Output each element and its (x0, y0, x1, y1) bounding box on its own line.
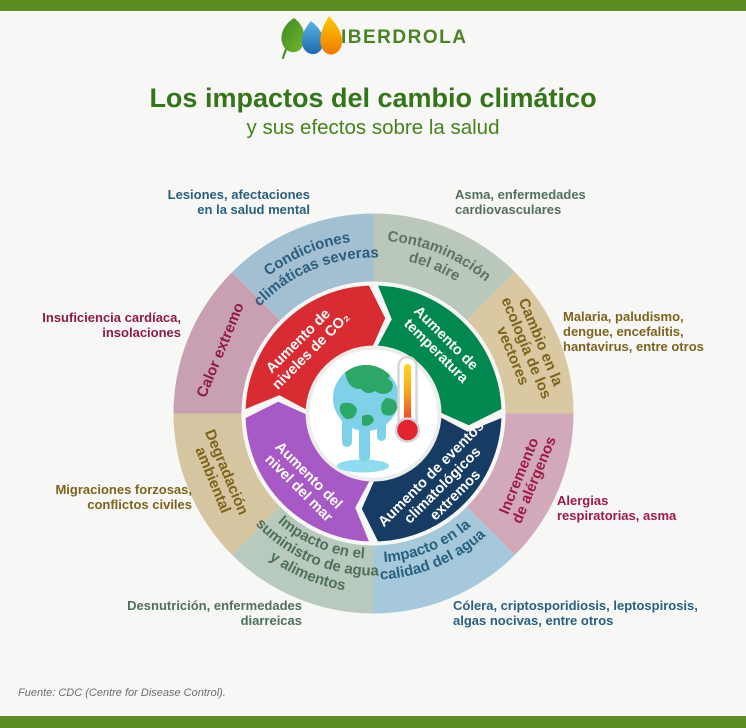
quadrant-nivel-del-mar (245, 401, 372, 542)
orange-drop-icon (320, 16, 343, 55)
quadrant-eventos-extremos (361, 415, 502, 542)
segment-impacto-calidad-agua (373, 506, 515, 614)
thermometer-icon (394, 355, 421, 443)
effect-insuficiencia: Insuficiencia cardíaca, insolaciones (42, 310, 181, 340)
bottom-green-bar (0, 716, 746, 728)
segment-degradacion-ambiental (173, 413, 281, 555)
effect-migraciones: Migraciones forzosas, conflictos civiles (55, 482, 192, 512)
puddle (337, 459, 389, 473)
segment-condiciones-climaticas (232, 213, 374, 321)
effect-colera: Cólera, criptosporidiosis, leptospirosis… (453, 598, 698, 628)
segment-calor-extremo (173, 272, 281, 414)
iberdrola-logo (281, 16, 343, 59)
blue-drop-icon (301, 21, 324, 55)
segment-impacto-suministro (232, 506, 374, 614)
effect-malaria: Malaria, paludismo, dengue, encefalitis,… (563, 309, 704, 354)
effect-lesiones: Lesiones, afectaciones en la salud menta… (167, 187, 310, 217)
melting-earth-icon (333, 355, 421, 473)
effect-asma: Asma, enfermedades cardiovasculares (455, 187, 586, 217)
segment-incremento-alergenos (466, 413, 574, 555)
effect-desnutricion: Desnutrición, enfermedades diarreicas (127, 598, 302, 628)
leaf-icon (281, 18, 305, 53)
page-title: Los impactos del cambio climático (149, 83, 597, 113)
top-green-bar (0, 0, 746, 11)
logo-leaf-drops-icon (281, 16, 343, 59)
source-note: Fuente: CDC (Centre for Disease Control)… (18, 687, 226, 699)
continents (339, 365, 398, 426)
page-subtitle: y sus efectos sobre la salud (246, 116, 500, 139)
quadrant-aumento-co2 (245, 285, 386, 412)
segment-contaminacion-del-aire (373, 213, 515, 321)
segment-cambio-ecologia-vectores (466, 272, 574, 414)
brand-wordmark: IBERDROLA (341, 27, 468, 48)
quadrant-aumento-temperatura (375, 285, 502, 426)
effect-alergias: Alergias respiratorias, asma (557, 493, 677, 523)
